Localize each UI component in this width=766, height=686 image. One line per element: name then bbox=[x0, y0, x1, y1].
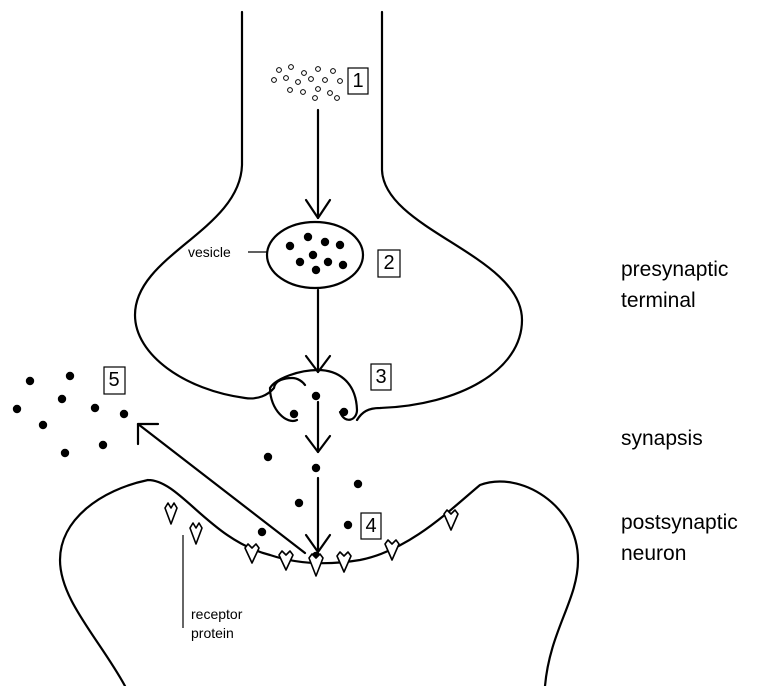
neurotransmitter-dot bbox=[336, 241, 344, 249]
vesicle-label: vesicle bbox=[188, 244, 231, 260]
neurotransmitter-dot bbox=[340, 408, 348, 416]
neurotransmitter-dot bbox=[58, 395, 66, 403]
presynaptic-label-line1: presynaptic bbox=[621, 258, 728, 281]
precursor-dot bbox=[313, 96, 318, 101]
released-neurotransmitters bbox=[258, 392, 362, 560]
step-5-marker: 5 bbox=[104, 367, 125, 394]
reuptake-arrow bbox=[138, 424, 305, 553]
precursor-dot bbox=[335, 96, 340, 101]
neurotransmitter-dot bbox=[309, 251, 317, 259]
step-2-label: 2 bbox=[383, 252, 394, 274]
neurotransmitter-dot bbox=[344, 521, 352, 529]
precursor-dot bbox=[289, 65, 294, 70]
neurotransmitter-dot bbox=[39, 421, 47, 429]
neurotransmitter-dot bbox=[258, 528, 266, 536]
neurotransmitter-dot bbox=[312, 392, 320, 400]
neurotransmitter-dot bbox=[264, 453, 272, 461]
vesicle-neurotransmitters bbox=[286, 233, 347, 274]
receptor-protein bbox=[245, 544, 259, 563]
arrow-2-to-3 bbox=[306, 290, 330, 372]
receptor-protein bbox=[165, 503, 177, 524]
step-5-label: 5 bbox=[108, 369, 119, 391]
neurotransmitter-dot bbox=[13, 405, 21, 413]
postsynaptic-label-line1: postsynaptic bbox=[621, 511, 738, 534]
precursor-dot bbox=[316, 87, 321, 92]
receptor-protein bbox=[337, 552, 351, 572]
step-3-label: 3 bbox=[375, 366, 386, 388]
precursor-dot bbox=[272, 78, 277, 83]
neurotransmitter-dot bbox=[295, 499, 303, 507]
neurotransmitter-dot bbox=[61, 449, 69, 457]
precursor-dot bbox=[323, 78, 328, 83]
precursor-dot bbox=[296, 80, 301, 85]
receptor-protein bbox=[385, 540, 399, 560]
neurotransmitter-dot bbox=[304, 233, 312, 241]
precursor-dot bbox=[302, 71, 307, 76]
step-4-label: 4 bbox=[365, 515, 376, 537]
neurotransmitter-dot bbox=[120, 410, 128, 418]
receptor-protein bbox=[279, 551, 293, 570]
synapsis-label: synapsis bbox=[621, 427, 703, 450]
neurotransmitter-dot bbox=[321, 238, 329, 246]
precursor-dot bbox=[309, 77, 314, 82]
step-3-marker: 3 bbox=[371, 364, 391, 390]
precursor-dot bbox=[316, 67, 321, 72]
neurotransmitter-dot bbox=[99, 441, 107, 449]
neurotransmitter-dot bbox=[296, 258, 304, 266]
postsynaptic-label-line2: neuron bbox=[621, 542, 686, 565]
precursor-dot bbox=[288, 88, 293, 93]
receptor-label-line2: protein bbox=[191, 625, 234, 641]
step-1-label: 1 bbox=[352, 70, 363, 92]
receptor-protein bbox=[309, 554, 323, 576]
arrow-3-to-cleft bbox=[306, 402, 330, 452]
precursor-dot bbox=[331, 69, 336, 74]
neurotransmitter-dot bbox=[91, 404, 99, 412]
receptor-protein bbox=[444, 510, 458, 530]
neurotransmitter-dot bbox=[66, 372, 74, 380]
neurotransmitter-dot bbox=[312, 266, 320, 274]
arrow-1-to-2 bbox=[306, 110, 330, 218]
neurotransmitter-dot bbox=[312, 464, 320, 472]
receptor-protein bbox=[190, 523, 202, 544]
neurotransmitter-dot bbox=[290, 410, 298, 418]
precursor-dot bbox=[328, 91, 333, 96]
precursor-dot bbox=[301, 90, 306, 95]
neurotransmitter-dot bbox=[324, 258, 332, 266]
receptor-proteins bbox=[165, 503, 458, 576]
neurotransmitter-dot bbox=[339, 261, 347, 269]
receptor-label-line1: receptor bbox=[191, 606, 243, 622]
arrow-cleft-to-receptor bbox=[306, 478, 330, 552]
precursor-dot bbox=[284, 76, 289, 81]
neurotransmitter-dot bbox=[26, 377, 34, 385]
neurotransmitter-precursors bbox=[272, 65, 343, 101]
presynaptic-label-line2: terminal bbox=[621, 289, 696, 312]
step-2-marker: 2 bbox=[378, 250, 400, 277]
step-4-marker: 4 bbox=[361, 513, 381, 539]
precursor-dot bbox=[338, 79, 343, 84]
neurotransmitter-dot bbox=[286, 242, 294, 250]
neurotransmitter-dot bbox=[354, 480, 362, 488]
presynaptic-terminal-right-outline bbox=[357, 12, 522, 420]
step-1-marker: 1 bbox=[348, 68, 368, 94]
precursor-dot bbox=[277, 68, 282, 73]
